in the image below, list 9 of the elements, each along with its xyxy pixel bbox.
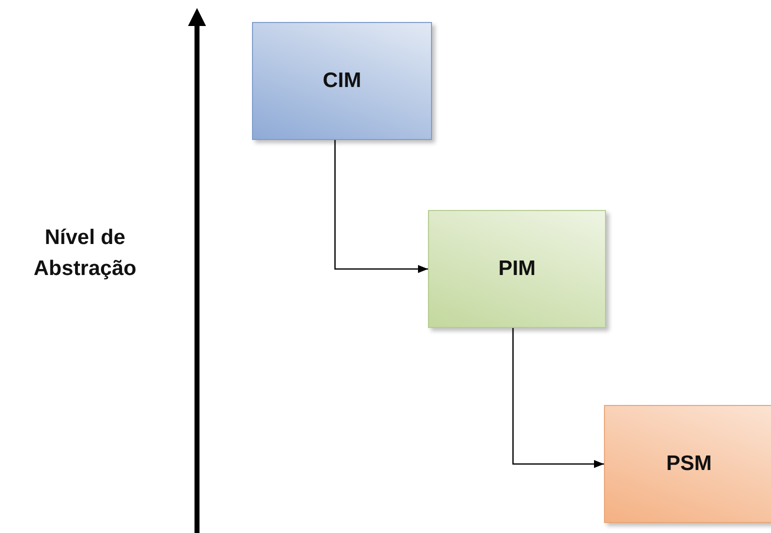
model-box — [604, 405, 771, 523]
box-label: PIM — [498, 257, 536, 281]
axis-label: Nível de Abstração — [32, 225, 138, 282]
model-box — [252, 22, 432, 140]
arrow — [512, 328, 604, 468]
box-label: CIM — [322, 69, 362, 93]
box-label: PSM — [666, 452, 712, 476]
arrow — [334, 140, 428, 273]
model-box — [428, 210, 606, 328]
